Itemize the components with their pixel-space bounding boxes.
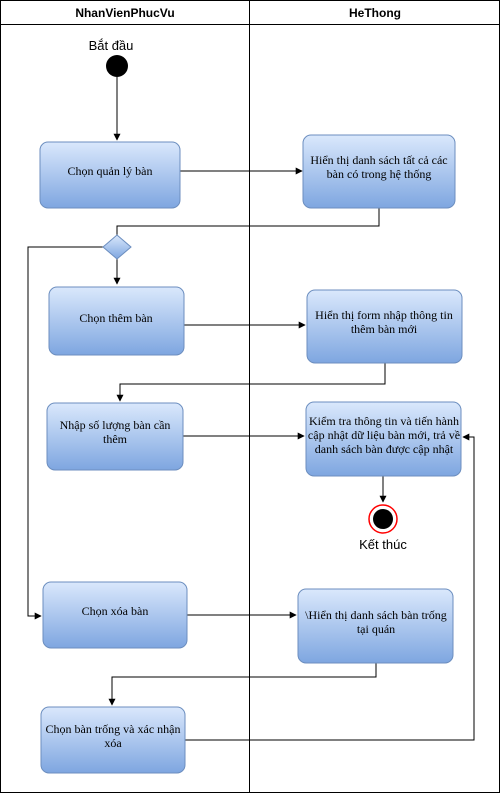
- node-label-line: xóa: [104, 736, 122, 750]
- lane-title-nhanvienphucvu: NhanVienPhucVu: [75, 6, 174, 20]
- node-label-line: Kiểm tra thông tin và tiến hành: [309, 414, 459, 428]
- node-label-line: \Hiển thị danh sách bàn trống: [305, 608, 447, 622]
- lane-hethong: [249, 0, 500, 793]
- node-box: [306, 289, 463, 364]
- node-box: [302, 134, 456, 209]
- node-box: [48, 286, 185, 356]
- end-label: Kết thúc: [359, 537, 407, 552]
- node-label-line: Chọn thêm bàn: [79, 311, 152, 325]
- node-box: [46, 402, 184, 471]
- node-label-line: cập nhật dữ liệu bàn mới, trả về: [308, 428, 460, 442]
- lane-title-hethong: HeThong: [349, 6, 401, 20]
- activity-nodes: Chọn quản lý bàn Hiển thị danh sách tất …: [39, 134, 463, 774]
- start-node: Bắt đầu: [89, 38, 134, 77]
- edge-n4-to-n5: [116, 363, 386, 402]
- node-label-line: Hiển thị form nhập thông tin: [315, 308, 453, 322]
- node-label-line: Nhập số lượng bàn cần: [60, 418, 171, 432]
- node-label-line: Chọn xóa bàn: [82, 604, 149, 618]
- node-box: [40, 706, 186, 774]
- node-label-line: Chọn quản lý bàn: [68, 164, 153, 178]
- node-label: Chọn xóa bàn: [82, 604, 149, 618]
- node-label: Chọn quản lý bàn: [68, 164, 153, 178]
- edge-n2-to-decision: [116, 208, 380, 235]
- node-box: [297, 588, 454, 664]
- node-label-line: tại quán: [357, 622, 395, 636]
- node-label-line: thêm: [103, 432, 128, 446]
- node-label-line: Chọn bàn trống và xác nhận: [46, 722, 181, 736]
- node-box: [305, 401, 462, 477]
- node-box: [42, 581, 188, 649]
- end-circle: [373, 509, 393, 529]
- node-chon-xoa-ban: Chọn xóa bàn: [42, 581, 188, 649]
- edge-n8-to-n9: [108, 663, 377, 706]
- edges: [27, 77, 475, 741]
- end-node: Kết thúc: [359, 504, 407, 552]
- lane-nhanvienphucvu: [0, 0, 250, 793]
- node-label: Chọn thêm bàn: [79, 311, 152, 325]
- node-label-line: thêm bàn mới: [351, 322, 418, 336]
- node-label-line: Hiển thị danh sách tất cả các: [310, 153, 447, 167]
- node-label-line: bàn có trong hệ thống: [327, 167, 432, 181]
- node-chon-quan-ly-ban: Chọn quản lý bàn: [39, 141, 181, 209]
- edge-n9-to-n6: [185, 433, 475, 741]
- node-label-line: danh sách bàn được cập nhật: [315, 442, 454, 456]
- start-circle: [106, 55, 128, 77]
- node-box: [39, 141, 181, 209]
- edge-decision-to-n7: [27, 246, 105, 620]
- decision-diamond: [102, 234, 132, 260]
- node-chon-them-ban: Chọn thêm bàn: [48, 286, 185, 356]
- start-label: Bắt đầu: [89, 38, 134, 53]
